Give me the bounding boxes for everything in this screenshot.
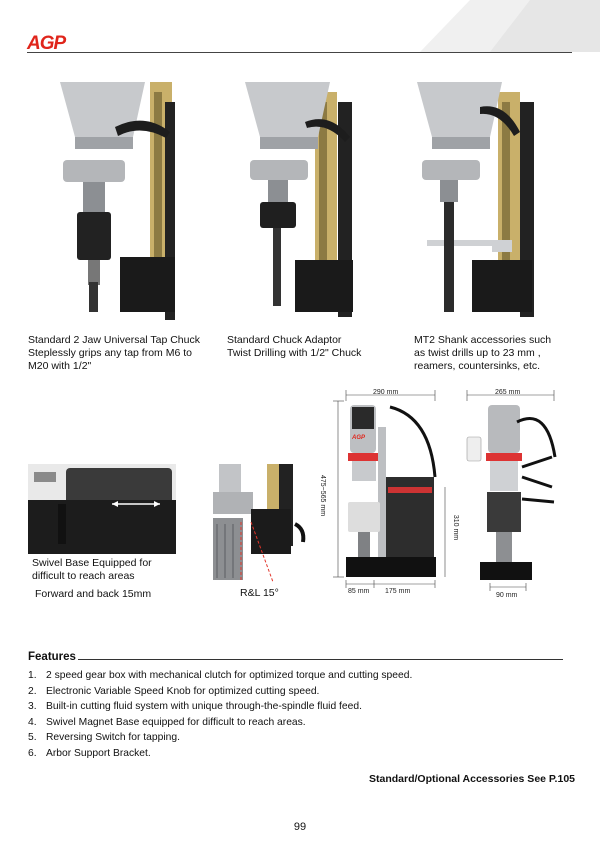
list-text: Arbor Support Bracket. — [46, 747, 151, 759]
list-item: 5. Reversing Switch for tapping. — [28, 730, 412, 746]
list-text: Built-in cutting fluid system with uniqu… — [46, 701, 362, 712]
list-item: 4. Swivel Magnet Base equipped for diffic… — [28, 715, 412, 731]
dim-side-width: 265 mm — [495, 389, 521, 396]
caption-line: Standard 2 Jaw Universal Tap Chuck — [28, 334, 200, 346]
list-item: 1. 2 speed gear box with mechanical clutc… — [28, 668, 412, 684]
list-item: 2. Electronic Variable Speed Knob for opt… — [28, 684, 412, 700]
list-number: 5. — [28, 732, 37, 743]
caption-line: reamers, countersinks, etc. — [414, 360, 541, 372]
swivel-base-photo — [28, 464, 176, 554]
header-decoration — [420, 0, 600, 52]
features-title: Features — [28, 651, 76, 663]
front-view-dimension-drawing — [333, 390, 446, 588]
header-rule — [27, 52, 572, 53]
caption-line: difficult to reach areas — [32, 570, 135, 582]
mt2-shank-photo — [412, 82, 542, 320]
tilt-label: R&L 15° — [240, 587, 279, 599]
caption-line: MT2 Shank accessories such — [414, 334, 552, 346]
list-number: 6. — [28, 747, 37, 759]
dim-front-height: 475~565 mm — [319, 474, 327, 517]
chuck-adaptor-photo — [240, 82, 370, 320]
list-number: 2. — [28, 685, 37, 697]
list-number: 3. — [28, 701, 37, 712]
features-rule — [78, 659, 563, 660]
dim-stroke: 310 mm — [452, 514, 460, 541]
caption-line: Twist Drilling with 1/2" Chuck — [227, 347, 362, 359]
caption-line: Steplessly grips any tap from M6 to — [28, 347, 192, 359]
tap-chuck-photo — [55, 82, 185, 320]
side-view-dimension-drawing — [466, 390, 557, 591]
caption-line: M20 with 1/2" — [28, 360, 92, 372]
caption-line: Standard Chuck Adaptor — [227, 334, 342, 346]
features-list: 1. 2 speed gear box with mechanical clutc… — [28, 668, 412, 761]
dim-base-right: 175 mm — [385, 588, 411, 595]
caption-chuck-adaptor: Standard Chuck Adaptor Twist Drilling wi… — [227, 334, 361, 360]
list-text: Electronic Variable Speed Knob for optim… — [46, 685, 320, 697]
brand-logo: AGP — [27, 33, 66, 54]
list-number: 1. — [28, 670, 37, 681]
dim-front-width: 290 mm — [373, 389, 399, 396]
list-number: 4. — [28, 716, 37, 728]
list-text: Reversing Switch for tapping. — [46, 732, 180, 743]
dim-side-base: 90 mm — [496, 592, 518, 599]
caption-line: as twist drills up to 23 mm , — [414, 347, 541, 359]
caption-tap-chuck: Standard 2 Jaw Universal Tap Chuck Stepl… — [28, 334, 200, 373]
list-item: 3. Built-in cutting fluid system with uni… — [28, 699, 412, 715]
page-number: 99 — [293, 821, 307, 833]
tilt-base-photo — [205, 464, 310, 589]
dim-base-left: 85 mm — [348, 588, 370, 595]
caption-mt2-shank: MT2 Shank accessories such as twist dril… — [414, 334, 551, 373]
list-item: 6. Arbor Support Bracket. — [28, 746, 412, 762]
caption-line: Swivel Base Equipped for — [32, 557, 152, 569]
list-text: 2 speed gear box with mechanical clutch … — [46, 670, 413, 681]
accessories-note: Standard/Optional Accessories See P.105 — [368, 773, 575, 785]
machine-logo: AGP — [352, 435, 366, 441]
swivel-caption: Swivel Base Equipped for difficult to re… — [32, 557, 152, 583]
dim-front-height-wrap: 475~565 mm — [319, 464, 339, 534]
list-text: Swivel Magnet Base equipped for difficul… — [46, 716, 306, 728]
swivel-motion: Forward and back 15mm — [35, 588, 152, 600]
